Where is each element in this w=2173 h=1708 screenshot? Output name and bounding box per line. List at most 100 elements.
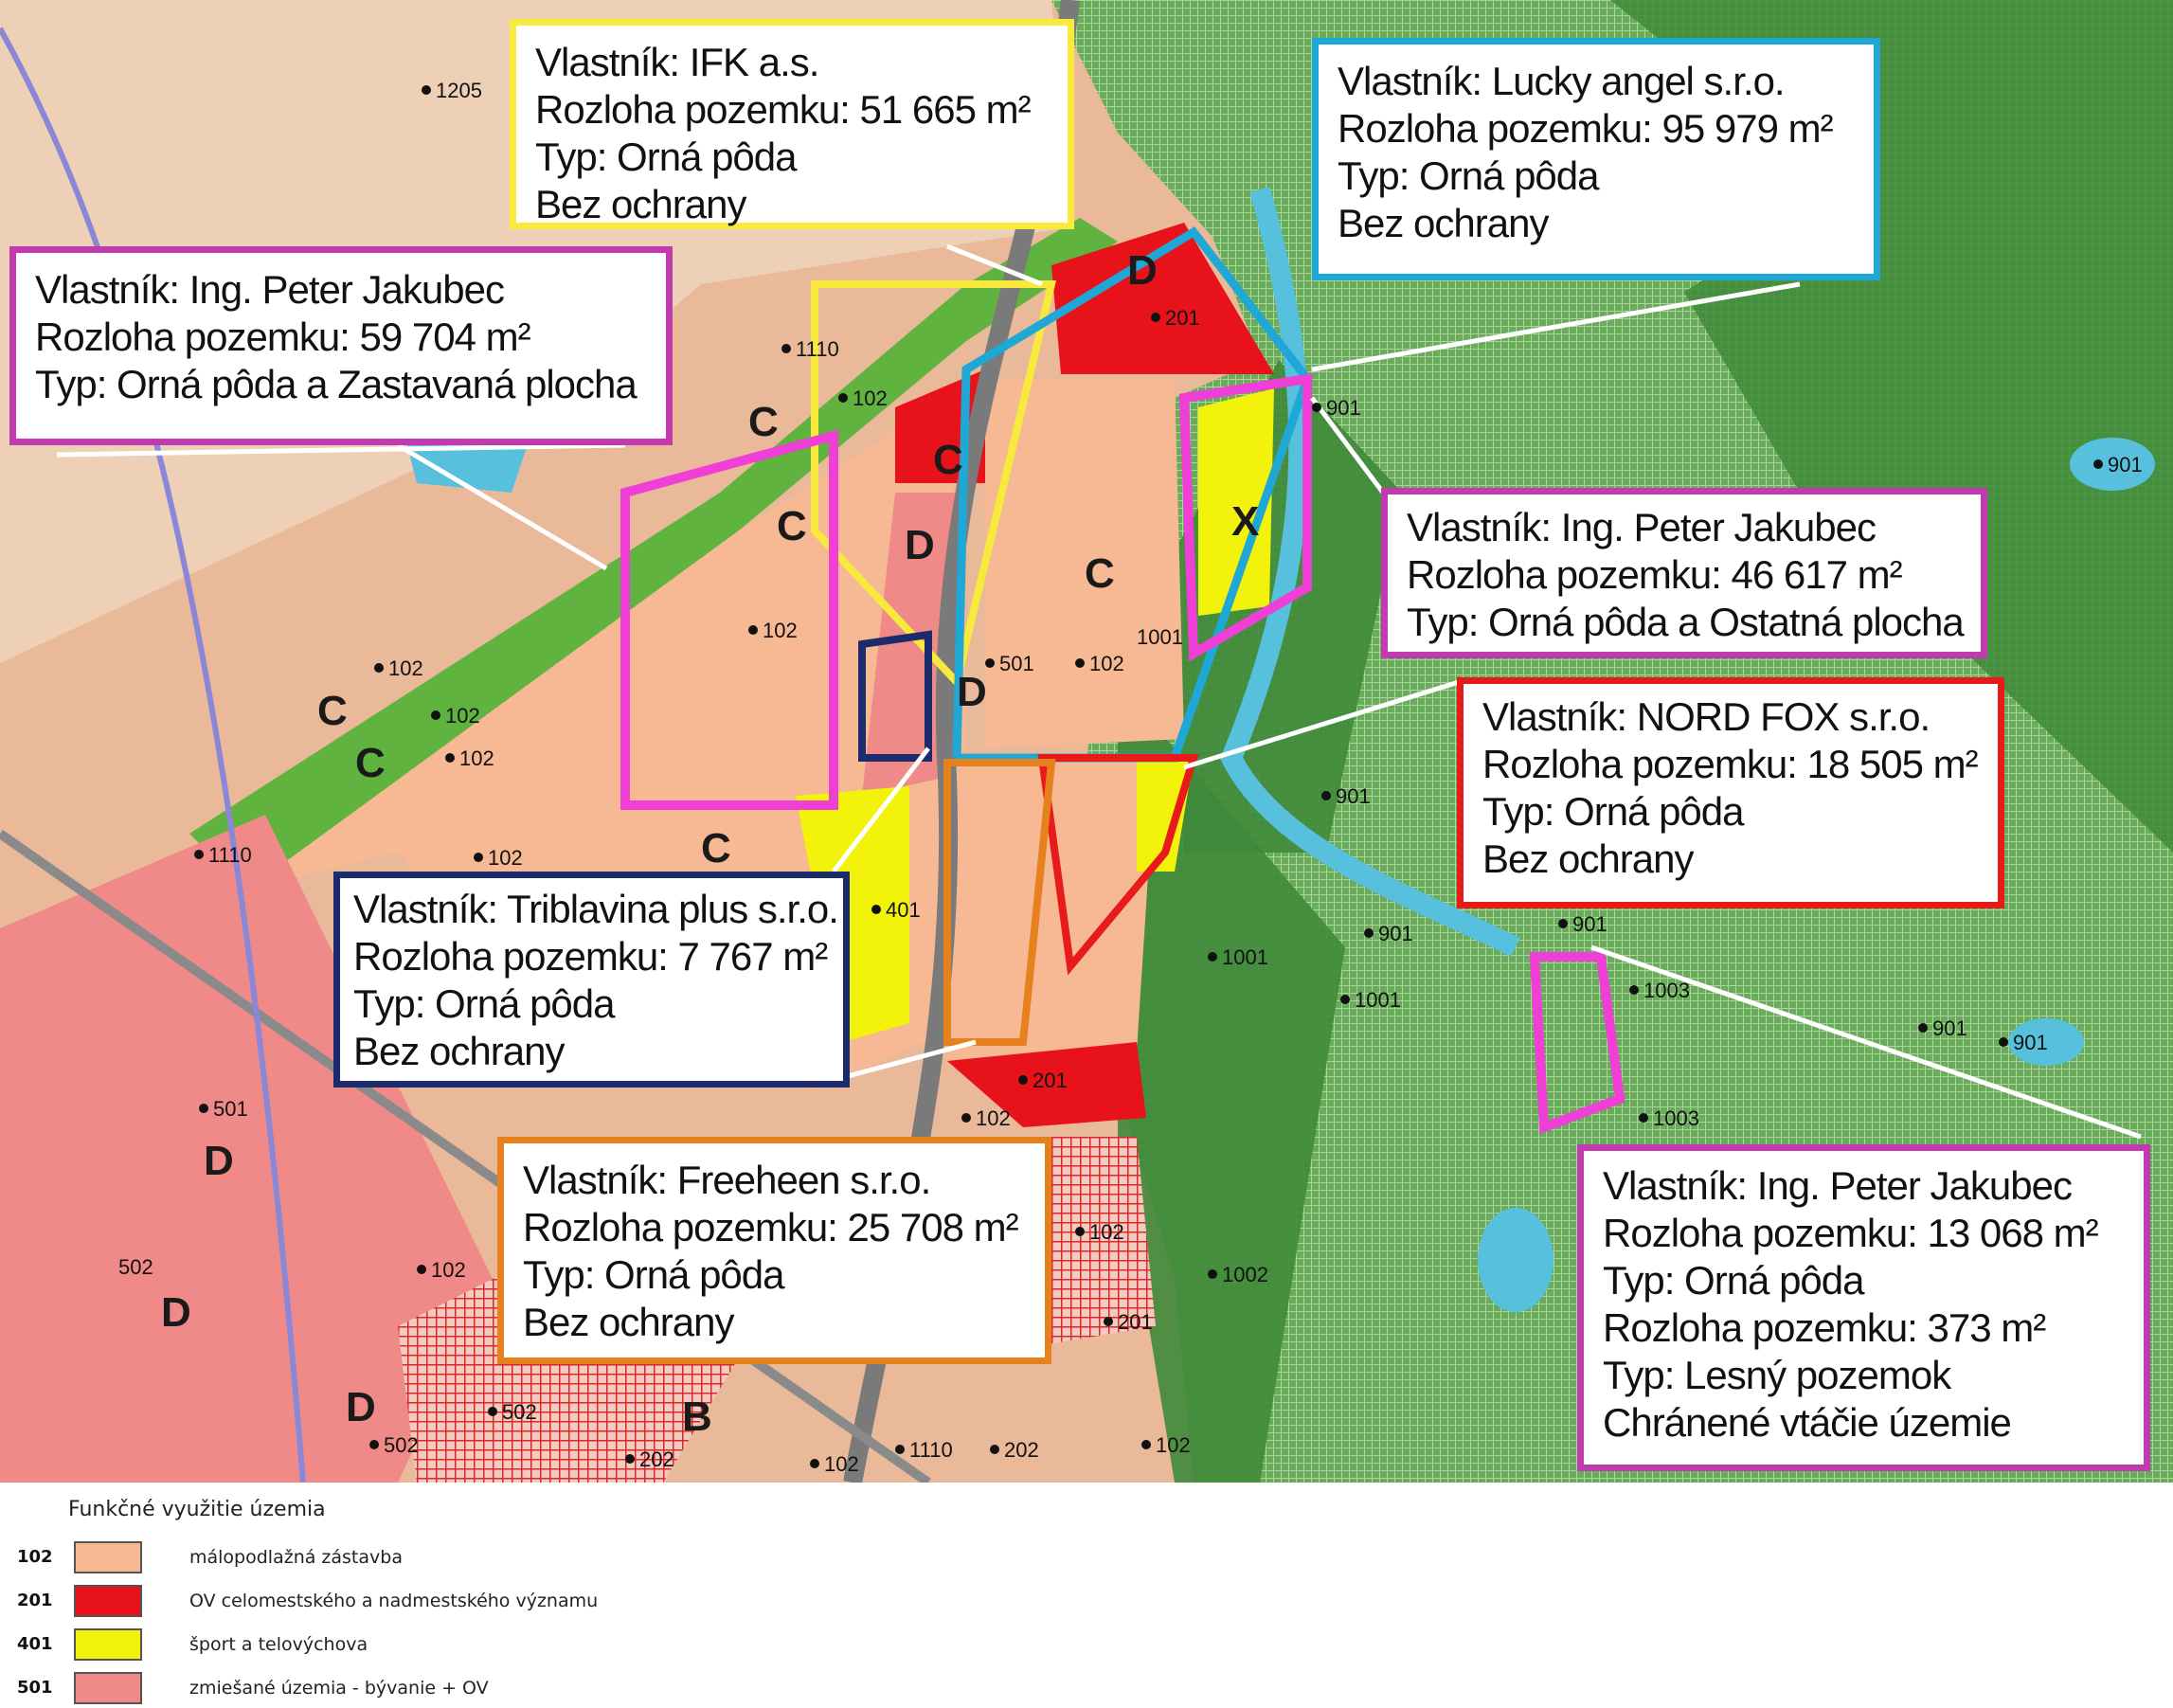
code-label: 202 — [639, 1447, 674, 1471]
code-label: 1110 — [796, 337, 839, 361]
callout-line: Typ: Orná pôda — [535, 135, 798, 179]
code-label: 201 — [1118, 1310, 1153, 1334]
code-label: 501 — [999, 652, 1034, 675]
legend-row: 501 zmiešané územia - bývanie + OV — [0, 1672, 853, 1706]
callout-line: Typ: Orná pôda — [523, 1252, 785, 1297]
code-label: 1001 — [1137, 625, 1183, 649]
parcel-c-east — [985, 379, 1184, 748]
callout-line: Typ: Orná pôda — [1603, 1258, 1865, 1303]
callout-line: Rozloha pozemku: 25 708 m² — [523, 1205, 1019, 1250]
code-label: 102 — [431, 1258, 466, 1282]
code-label: 901 — [1336, 784, 1371, 808]
code-label: 102 — [824, 1452, 859, 1476]
callout-line: Typ: Orná pôda a Zastavaná plocha — [35, 362, 638, 406]
callout-line: Rozloha pozemku: 95 979 m² — [1338, 106, 1834, 151]
zone-401-se — [1137, 758, 1194, 872]
callout-line: Vlastník: Lucky angel s.r.o. — [1338, 59, 1786, 103]
zone-letter: C — [933, 437, 963, 483]
code-label: 1003 — [1643, 979, 1690, 1002]
zone-201-south — [947, 1042, 1146, 1127]
legend-swatch — [74, 1672, 142, 1704]
zone-501-west — [0, 815, 493, 1483]
legend-code: 401 — [17, 1634, 53, 1654]
callout-line: Typ: Orná pôda — [1482, 789, 1745, 834]
legend-swatch — [74, 1541, 142, 1573]
parcel-freeheen-outline — [943, 759, 1056, 1046]
callout-nord-fox: Vlastník: NORD FOX s.r.o. Rozloha pozemk… — [1457, 677, 2004, 908]
callout-line: Bez ochrany — [1338, 201, 1549, 245]
callout-lucky-angel: Vlastník: Lucky angel s.r.o. Rozloha poz… — [1312, 38, 1880, 280]
code-label: 201 — [1165, 306, 1200, 330]
callout-jakubec-1: Vlastník: Ing. Peter Jakubec Rozloha poz… — [9, 246, 673, 445]
callout-line: Vlastník: NORD FOX s.r.o. — [1482, 694, 1931, 739]
zone-letters: C C C C C C C D D D D D D B X — [161, 247, 1259, 1440]
legend-row: 102 málopodlažná zástavba — [0, 1541, 853, 1575]
code-label: 102 — [763, 619, 798, 642]
callout-line: Rozloha pozemku: 51 665 m² — [535, 87, 1032, 132]
zone-letter: D — [346, 1384, 376, 1430]
callout-line: Vlastník: Triblavina plus s.r.o. — [353, 887, 839, 931]
code-label: 1110 — [208, 843, 252, 867]
legend-label: málopodlažná zástavba — [189, 1547, 403, 1568]
legend: Funkčné využitie územia 102 málopodlažná… — [0, 1483, 2173, 1708]
code-label: 201 — [1033, 1069, 1068, 1092]
callout-jakubec-3: Vlastník: Ing. Peter Jakubec Rozloha poz… — [1577, 1144, 2150, 1471]
code-label: 1002 — [1222, 1263, 1268, 1286]
callout-line: Bez ochrany — [353, 1029, 565, 1073]
green-strip — [189, 218, 1118, 890]
code-label: 901 — [1378, 922, 1413, 945]
legend-row: 201 OV celomestského a nadmestského význ… — [0, 1585, 853, 1619]
zone-letter: C — [1085, 550, 1115, 597]
leader-lines — [56, 243, 2142, 1140]
callout-jakubec-2: Vlastník: Ing. Peter Jakubec Rozloha poz… — [1381, 488, 1987, 658]
legend-title: Funkčné využitie územia — [68, 1498, 326, 1521]
parcel-triblavina-outline — [858, 630, 932, 762]
parcel-jakubec2-outline — [1178, 373, 1312, 662]
legend-label: šport a telovýchova — [189, 1634, 368, 1655]
code-label: 102 — [1089, 652, 1124, 675]
zone-letter: C — [748, 399, 779, 445]
callout-triblavina: Vlastník: Triblavina plus s.r.o. Rozloha… — [333, 872, 850, 1088]
callout-line: Bez ochrany — [523, 1300, 734, 1344]
road-sw — [0, 829, 931, 1483]
zone-letter: C — [317, 688, 348, 734]
code-label: 102 — [1089, 1220, 1124, 1244]
code-label: 102 — [976, 1106, 1011, 1130]
callout-freeheen: Vlastník: Freeheen s.r.o. Rozloha pozemk… — [497, 1137, 1051, 1364]
parcel-nordfox-outline — [1037, 754, 1199, 976]
legend-label: OV celomestského a nadmestského významu — [189, 1591, 599, 1611]
legend-code: 201 — [17, 1591, 53, 1610]
parcel-d-south — [947, 758, 1156, 1061]
code-label: 1001 — [1355, 988, 1401, 1012]
code-labels: 1205 1110 102 102 102 102 102 102 102 10… — [118, 79, 2143, 1476]
hatched-zone-s — [1023, 1137, 1156, 1345]
callout-line: Vlastník: Ing. Peter Jakubec — [35, 267, 505, 312]
legend-code: 102 — [17, 1547, 53, 1567]
zone-letter: C — [777, 503, 807, 549]
forest-dark-south — [1118, 682, 1345, 1483]
zone-letter: B — [682, 1393, 712, 1440]
code-label: 502 — [118, 1255, 153, 1279]
zone-letter: X — [1231, 498, 1259, 545]
zone-letter: C — [355, 740, 386, 786]
callout-line: Rozloha pozemku: 13 068 m² — [1603, 1211, 2099, 1255]
callout-line: Rozloha pozemku: 373 m² — [1603, 1305, 2046, 1350]
boundary-line — [0, 27, 306, 1483]
callout-line: Typ: Orná pôda — [1338, 153, 1600, 198]
callout-line: Vlastník: IFK a.s. — [535, 40, 819, 84]
callout-line: Vlastník: Ing. Peter Jakubec — [1603, 1163, 2073, 1208]
stream — [1219, 187, 1520, 957]
code-label: 901 — [1932, 1016, 1967, 1040]
legend-swatch — [74, 1585, 142, 1617]
code-label: 901 — [1572, 912, 1607, 936]
callout-line: Vlastník: Ing. Peter Jakubec — [1407, 505, 1877, 549]
callout-line: Rozloha pozemku: 18 505 m² — [1482, 742, 1979, 786]
callout-line: Typ: Lesný pozemok — [1603, 1353, 1951, 1397]
code-label: 1001 — [1222, 945, 1268, 969]
code-label: 102 — [445, 704, 480, 728]
code-label: 502 — [384, 1433, 419, 1457]
callout-line: Chránené vtáčie územie — [1603, 1400, 2012, 1445]
zone-letter: D — [905, 522, 935, 568]
legend-label: zmiešané územia - bývanie + OV — [189, 1678, 489, 1699]
callout-line: Bez ochrany — [535, 182, 746, 226]
